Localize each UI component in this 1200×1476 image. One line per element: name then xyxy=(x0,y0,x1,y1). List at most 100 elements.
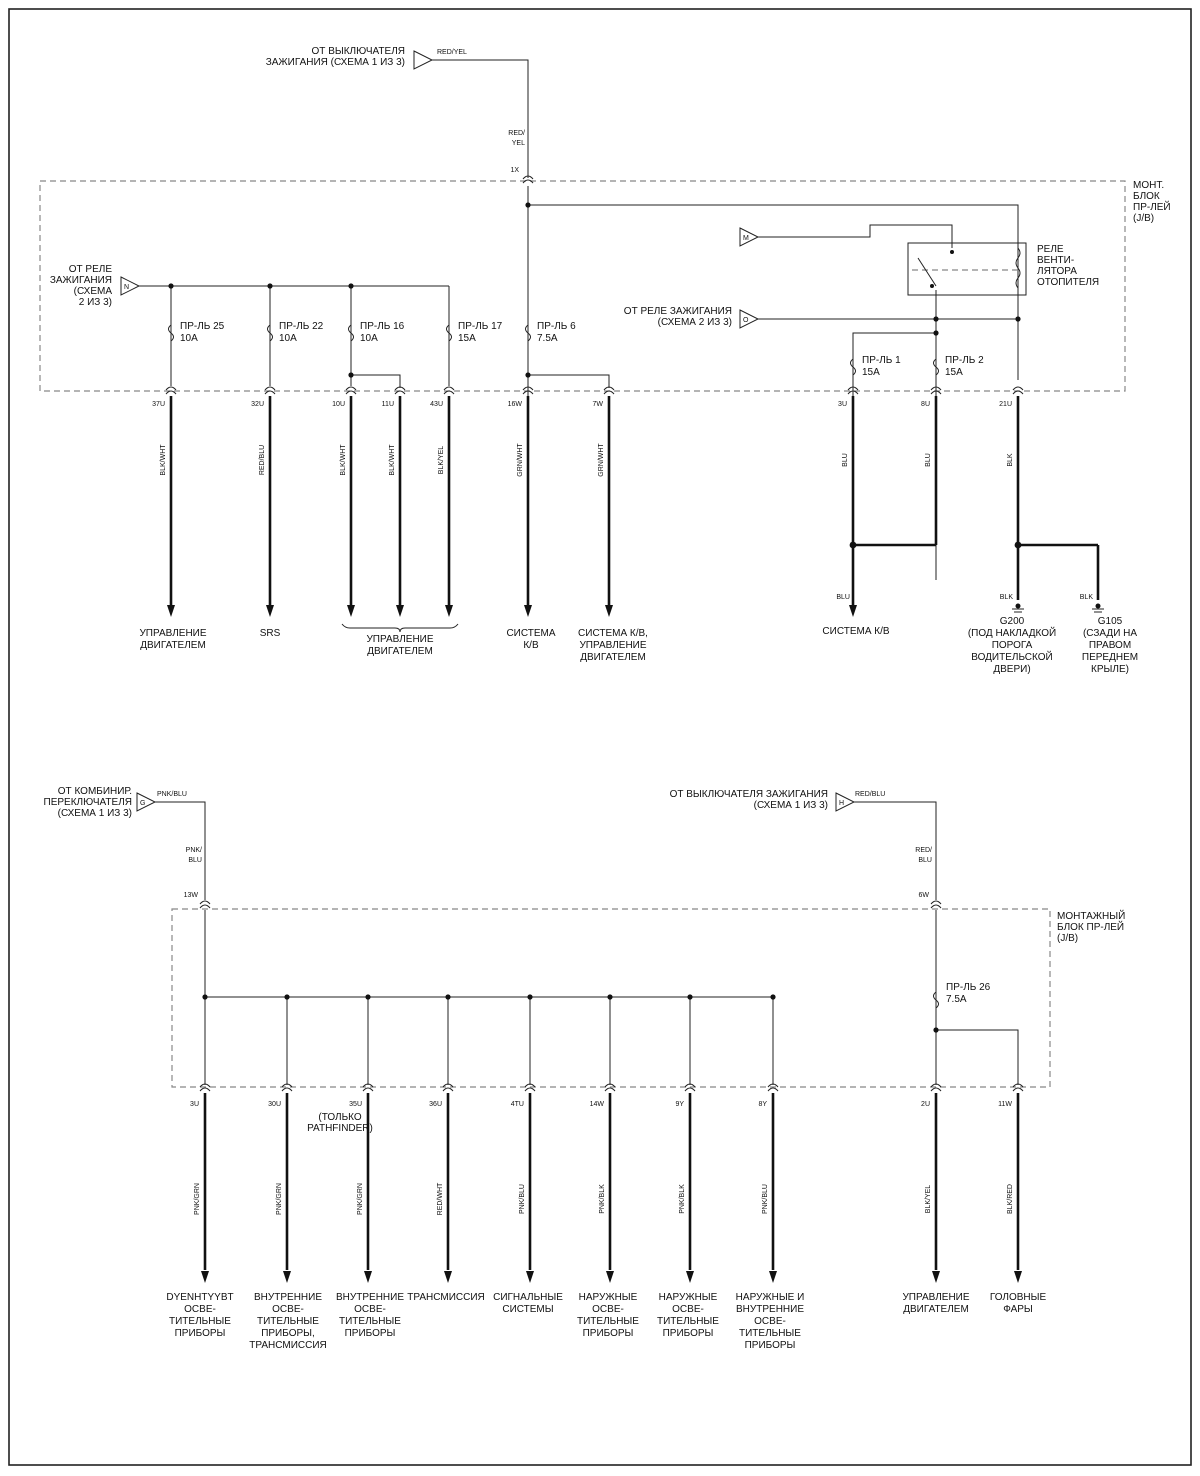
arrow-down-icon xyxy=(526,1271,534,1283)
label: PNK/BLU xyxy=(157,791,187,798)
headlamp-branch-wire xyxy=(936,1029,1019,1085)
arrow-down-icon xyxy=(266,605,274,617)
connector-label: 3U xyxy=(190,1101,199,1108)
label: 6W xyxy=(919,892,930,899)
connector-symbol xyxy=(345,386,357,391)
label: PATHFINDER) xyxy=(307,1123,373,1134)
connector-label: 37U xyxy=(152,401,165,408)
junction-dot xyxy=(348,283,354,289)
diagram-marks xyxy=(120,50,1101,1283)
connector-symbol xyxy=(199,1087,211,1092)
label: УПРАВЛЕНИЕ xyxy=(579,640,646,651)
entry-connector-symbol xyxy=(522,175,534,180)
connector-symbol xyxy=(443,386,455,391)
connector-label: 32U xyxy=(251,401,264,408)
wire-color-label: PNK/BLK xyxy=(679,1184,686,1214)
destination-label: ТИТЕЛЬНЫЕ xyxy=(657,1316,719,1327)
flag-letter: O xyxy=(743,317,749,324)
label: МОНТАЖНЫЙ xyxy=(1057,909,1125,922)
label: (ТОЛЬКО xyxy=(318,1112,361,1123)
wire-color-label: BLK/YEL xyxy=(438,446,445,475)
label: (СХЕМА xyxy=(74,286,113,297)
fuse-rating: 10A xyxy=(279,333,297,344)
connector-symbol xyxy=(281,1087,293,1092)
destination-label: ПРИБОРЫ xyxy=(345,1328,396,1339)
label: BLU xyxy=(188,857,202,864)
fuse-rating: 15A xyxy=(945,367,963,378)
label: ДВЕРИ) xyxy=(993,664,1030,675)
junction-dot xyxy=(267,283,273,289)
connector-symbol xyxy=(264,386,276,391)
label: (J/B) xyxy=(1057,933,1078,944)
entry-connector-symbol xyxy=(522,179,534,184)
flag-letter: M xyxy=(743,235,749,242)
label: 13W xyxy=(184,892,199,899)
destination-label: ПРИБОРЫ, xyxy=(261,1328,315,1339)
label: ПР-ЛЬ 26 xyxy=(946,982,991,993)
connector-label: 43U xyxy=(430,401,443,408)
connector-symbol xyxy=(1012,390,1024,395)
connector-symbol xyxy=(930,1083,942,1088)
relay-contact xyxy=(950,250,954,254)
label: (СЗАДИ НА xyxy=(1083,628,1137,639)
arrow-down-icon xyxy=(445,605,453,617)
label: ОТ КОМБИНИР. xyxy=(58,786,132,797)
label: RED/ xyxy=(508,130,525,137)
fuse-rating: 10A xyxy=(360,333,378,344)
arrow-down-icon xyxy=(524,605,532,617)
connector-symbol xyxy=(930,390,942,395)
connector-label: 16W xyxy=(508,401,523,408)
destination-label: ТИТЕЛЬНЫЕ xyxy=(339,1316,401,1327)
connector-symbol xyxy=(767,1087,779,1092)
connector-label: 11U xyxy=(382,401,394,408)
fuse-rating: 7.5A xyxy=(537,333,558,344)
connector-symbol xyxy=(847,390,859,395)
destination-label: СИГНАЛЬНЫЕ xyxy=(493,1292,563,1303)
wire-color-label: BLK/WHT xyxy=(160,444,167,476)
label: RED/ xyxy=(915,847,932,854)
junction-dot xyxy=(525,372,531,378)
destination-label: УПРАВЛЕНИЕ xyxy=(902,1292,969,1303)
connector-symbol xyxy=(442,1083,454,1088)
label: ДВИГАТЕЛЕМ xyxy=(580,652,646,663)
label: (СХЕМА 2 ИЗ 3) xyxy=(658,317,732,328)
junction-dot xyxy=(365,994,371,1000)
connector-symbol xyxy=(264,390,276,395)
wire-color-label: RED/WHT xyxy=(437,1182,444,1215)
page-frame xyxy=(8,8,1192,1466)
label: PNK/ xyxy=(186,847,202,854)
arrow-down-icon xyxy=(364,1271,372,1283)
branch-wire xyxy=(351,374,401,388)
destination-label: ОСВЕ- xyxy=(592,1304,624,1315)
wire-color-label: BLK/YEL xyxy=(925,1185,932,1214)
destination-label: НАРУЖНЫЕ И xyxy=(736,1292,805,1303)
connector-symbol xyxy=(604,1083,616,1088)
wire-color-label: BLK/WHT xyxy=(340,444,347,476)
label: (СХЕМА 1 ИЗ 3) xyxy=(58,808,132,819)
junction-dot xyxy=(202,994,208,1000)
connector-symbol xyxy=(394,386,406,391)
junction-dot xyxy=(284,994,290,1000)
junction-dot xyxy=(525,202,531,208)
label: G105 xyxy=(1098,616,1123,627)
fuse-symbol xyxy=(850,358,856,376)
destination-label: ТРАНСМИССИЯ xyxy=(249,1340,326,1351)
fuse-name: ПР-ЛЬ 6 xyxy=(537,321,576,332)
wire-color-label: RED/BLU xyxy=(259,445,266,475)
destination-label: ОСВЕ- xyxy=(272,1304,304,1315)
destination-label: ВНУТРЕННИЕ xyxy=(736,1304,804,1315)
label: ОТ ВЫКЛЮЧАТЕЛЯ xyxy=(312,46,405,57)
arrow-down-icon xyxy=(444,1271,452,1283)
ign-relay-n-flag-icon xyxy=(120,276,141,296)
combo-feed-wire xyxy=(155,801,206,900)
junction-block-outline-2 xyxy=(171,908,1051,1088)
junction-dot xyxy=(933,316,939,322)
relay-box xyxy=(907,242,1027,296)
label: ЗАЖИГАНИЯ (СХЕМА 1 ИЗ 3) xyxy=(266,57,405,68)
arrow-down-icon xyxy=(1014,1271,1022,1283)
connector-label: 14W xyxy=(590,1101,605,1108)
arrow-down-icon xyxy=(167,605,175,617)
ign-h-flag-icon xyxy=(835,792,856,812)
connector-symbol xyxy=(1012,386,1024,391)
